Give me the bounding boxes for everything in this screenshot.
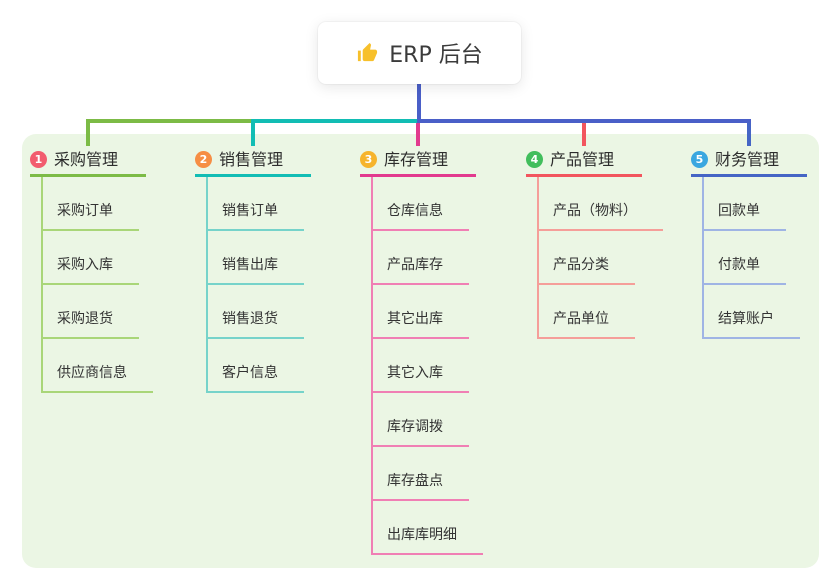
branch-column: 3 库存管理仓库信息产品库存其它出库其它入库库存调拨库存盘点出库库明细 xyxy=(360,146,483,555)
child-node[interactable]: 库存调拨 xyxy=(371,418,469,447)
child-node[interactable]: 产品（物料） xyxy=(537,202,663,231)
branch-node[interactable]: 4 产品管理 xyxy=(526,146,642,177)
branch-children: 回款单付款单结算账户 xyxy=(702,177,807,339)
child-row: 出库库明细 xyxy=(371,501,483,555)
child-row: 其它出库 xyxy=(371,285,476,339)
child-node[interactable]: 产品单位 xyxy=(537,310,635,339)
child-node[interactable]: 客户信息 xyxy=(206,364,304,393)
child-row: 产品库存 xyxy=(371,231,476,285)
branch-column: 4 产品管理产品（物料） 产品分类产品单位 xyxy=(526,146,663,339)
child-row: 产品分类 xyxy=(537,231,642,285)
child-row: 销售订单 xyxy=(206,177,311,231)
branch-column: 1 采购管理采购订单采购入库采购退货供应商信息 xyxy=(30,146,153,393)
child-node[interactable]: 采购退货 xyxy=(41,310,139,339)
branch-vertical-line xyxy=(206,177,208,393)
branch-drop-line xyxy=(582,119,586,146)
child-node[interactable]: 产品库存 xyxy=(371,256,469,285)
branch-children: 销售订单销售出库销售退货客户信息 xyxy=(206,177,311,393)
child-node[interactable]: 销售退货 xyxy=(206,310,304,339)
child-row: 销售出库 xyxy=(206,231,311,285)
child-row: 产品（物料） xyxy=(537,177,663,231)
child-row: 结算账户 xyxy=(702,285,807,339)
branch-index-badge: 3 xyxy=(360,151,377,168)
connector-horizontal-middle xyxy=(251,119,421,123)
branch-node[interactable]: 2 销售管理 xyxy=(195,146,311,177)
child-row: 采购退货 xyxy=(41,285,146,339)
connector-horizontal-right xyxy=(417,119,751,123)
branch-index-badge: 4 xyxy=(526,151,543,168)
child-row: 客户信息 xyxy=(206,339,311,393)
branch-children: 采购订单采购入库采购退货供应商信息 xyxy=(41,177,153,393)
connector-horizontal-left xyxy=(86,119,255,123)
branch-children: 仓库信息产品库存其它出库其它入库库存调拨库存盘点出库库明细 xyxy=(371,177,483,555)
branch-title-label: 产品管理 xyxy=(550,150,615,169)
child-node[interactable]: 出库库明细 xyxy=(371,526,483,555)
branch-column: 2 销售管理销售订单销售出库销售退货客户信息 xyxy=(195,146,311,393)
child-row: 回款单 xyxy=(702,177,807,231)
child-node[interactable]: 结算账户 xyxy=(702,310,800,339)
root-stem-line xyxy=(417,83,421,123)
child-row: 产品单位 xyxy=(537,285,642,339)
branch-index-badge: 2 xyxy=(195,151,212,168)
child-node[interactable]: 仓库信息 xyxy=(371,202,469,231)
child-row: 仓库信息 xyxy=(371,177,476,231)
child-row: 库存盘点 xyxy=(371,447,476,501)
child-node[interactable]: 供应商信息 xyxy=(41,364,153,393)
child-node[interactable]: 回款单 xyxy=(702,202,786,231)
thumbs-up-icon xyxy=(356,42,379,65)
child-row: 采购订单 xyxy=(41,177,146,231)
child-node[interactable]: 付款单 xyxy=(702,256,786,285)
child-node[interactable]: 产品分类 xyxy=(537,256,635,285)
branch-title-label: 销售管理 xyxy=(219,150,284,169)
root-title: ERP 后台 xyxy=(389,43,483,68)
branch-drop-line xyxy=(416,119,420,146)
branch-column: 5 财务管理回款单付款单结算账户 xyxy=(691,146,807,339)
branches-panel xyxy=(22,134,819,568)
child-row: 付款单 xyxy=(702,231,807,285)
child-node[interactable]: 采购订单 xyxy=(41,202,139,231)
root-node[interactable]: ERP 后台 xyxy=(318,22,521,84)
child-node[interactable]: 采购入库 xyxy=(41,256,139,285)
child-node[interactable]: 其它入库 xyxy=(371,364,469,393)
child-node[interactable]: 销售出库 xyxy=(206,256,304,285)
branch-drop-line xyxy=(251,119,255,146)
child-row: 销售退货 xyxy=(206,285,311,339)
branch-drop-line xyxy=(747,119,751,146)
child-row: 其它入库 xyxy=(371,339,476,393)
branch-vertical-line xyxy=(702,177,704,339)
branch-node[interactable]: 1 采购管理 xyxy=(30,146,146,177)
child-node[interactable]: 库存盘点 xyxy=(371,472,469,501)
branch-node[interactable]: 3 库存管理 xyxy=(360,146,476,177)
branch-index-badge: 5 xyxy=(691,151,708,168)
branch-vertical-line xyxy=(41,177,43,393)
child-row: 库存调拨 xyxy=(371,393,476,447)
child-row: 采购入库 xyxy=(41,231,146,285)
branch-drop-line xyxy=(86,119,90,146)
branch-children: 产品（物料） 产品分类产品单位 xyxy=(537,177,663,339)
child-row: 供应商信息 xyxy=(41,339,153,393)
branch-title-label: 采购管理 xyxy=(54,150,119,169)
child-node[interactable]: 销售订单 xyxy=(206,202,304,231)
child-node[interactable]: 其它出库 xyxy=(371,310,469,339)
branch-node[interactable]: 5 财务管理 xyxy=(691,146,807,177)
branch-vertical-line xyxy=(537,177,539,339)
branch-title-label: 库存管理 xyxy=(384,150,449,169)
branch-vertical-line xyxy=(371,177,373,555)
branch-title-label: 财务管理 xyxy=(715,150,780,169)
branch-index-badge: 1 xyxy=(30,151,47,168)
